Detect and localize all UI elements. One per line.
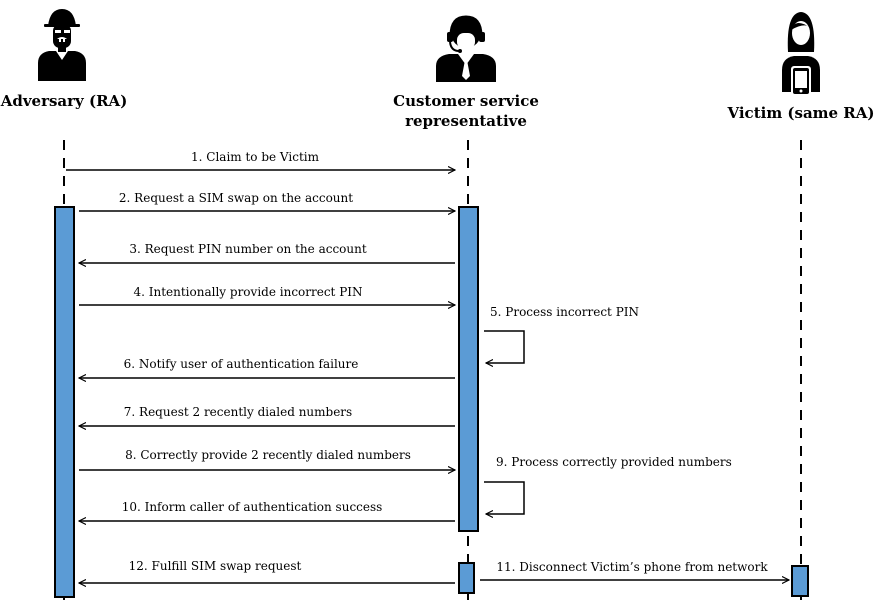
message-label-7: 7. Request 2 recently dialed numbers <box>124 405 352 419</box>
message-label-4: 4. Intentionally provide incorrect PIN <box>133 285 362 299</box>
headset-agent-icon <box>436 15 496 82</box>
message-label-3: 3. Request PIN number on the account <box>129 242 367 256</box>
message-label-11: 11. Disconnect Victim’s phone from netwo… <box>496 560 768 574</box>
message-label-8: 8. Correctly provide 2 recently dialed n… <box>125 448 411 462</box>
message-label-9: 9. Process correctly provided numbers <box>496 455 732 469</box>
message-label-10: 10. Inform caller of authentication succ… <box>122 500 383 514</box>
woman-phone-icon <box>782 12 820 96</box>
victim-label: Victim (same RA) <box>726 104 874 122</box>
adversary-activation-bar <box>54 206 75 598</box>
message-arrow-9 <box>484 481 525 514</box>
message-label-1: 1. Claim to be Victim <box>191 150 320 164</box>
csr-activation-bar-2 <box>458 562 475 594</box>
message-arrow-5 <box>484 330 525 363</box>
adversary-label: Adversary (RA) <box>0 92 127 110</box>
message-label-6: 6. Notify user of authentication failure <box>124 357 359 371</box>
victim-activation-bar <box>791 565 809 597</box>
csr-label-line1: Customer service <box>393 92 539 110</box>
csr-label-line2: representative <box>405 112 527 130</box>
message-label-5: 5. Process incorrect PIN <box>490 305 639 319</box>
message-label-12: 12. Fulfill SIM swap request <box>129 559 302 573</box>
hacker-icon <box>38 9 86 81</box>
message-label-2: 2. Request a SIM swap on the account <box>119 191 353 205</box>
csr-activation-bar <box>458 206 479 532</box>
